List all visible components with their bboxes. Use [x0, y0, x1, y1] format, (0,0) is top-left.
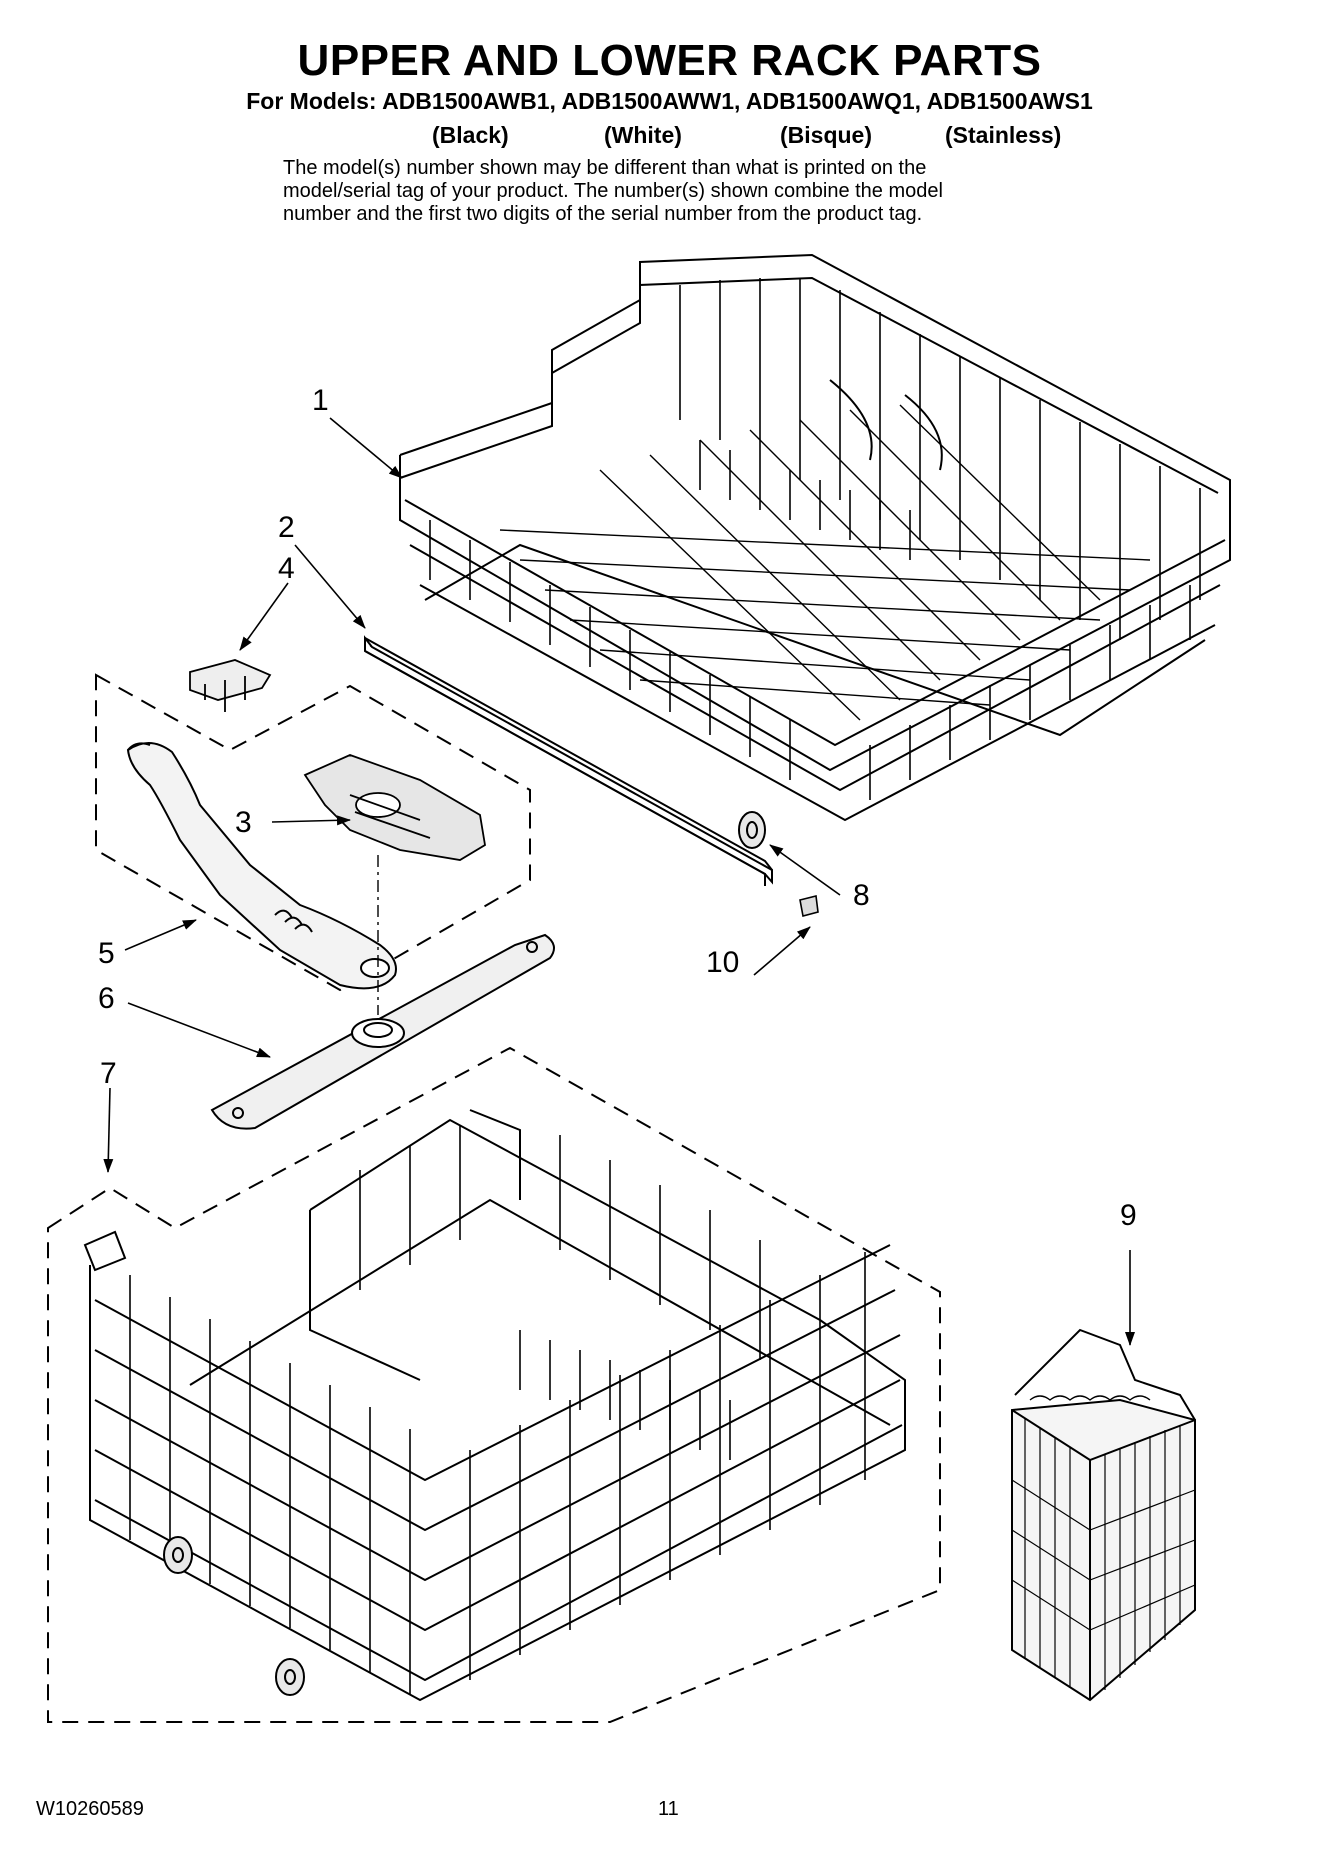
- callout-6: 6: [98, 982, 115, 1015]
- callout-2: 2: [278, 511, 295, 544]
- callout-5: 5: [98, 937, 115, 970]
- page-number: 11: [658, 1798, 679, 1820]
- callout-8: 8: [853, 879, 870, 912]
- callout-3: 3: [235, 806, 252, 839]
- rack-wheel: [738, 811, 766, 849]
- callout-arrows: [103, 417, 1135, 1346]
- callout-labels: 1 2 4 3 5 6 7 8 9 10: [98, 384, 1137, 1232]
- supply-tube: [126, 742, 397, 990]
- document-number: W10260589: [36, 1798, 144, 1820]
- note-line: The model(s) number shown may be differe…: [283, 157, 927, 179]
- color-variants: (Black) (White) (Bisque) (Stainless): [0, 122, 1339, 152]
- lower-rack: [83, 1109, 906, 1702]
- callout-4: 4: [278, 552, 295, 585]
- color-black: (Black): [432, 122, 509, 148]
- callout-10: 10: [706, 946, 739, 979]
- callout-7: 7: [100, 1057, 117, 1090]
- upper-rack: [399, 253, 1231, 822]
- note-line: number and the first two digits of the s…: [283, 203, 923, 225]
- color-stainless: (Stainless): [945, 122, 1062, 148]
- lower-rack-outline: [47, 1046, 941, 1723]
- page-title: UPPER AND LOWER RACK PARTS: [297, 36, 1042, 85]
- rack-clip: [189, 659, 272, 712]
- model-note: The model(s) number shown may be differe…: [283, 157, 1103, 226]
- callout-1: 1: [312, 384, 329, 417]
- note-line: model/serial tag of your product. The nu…: [283, 180, 943, 202]
- silverware-basket: [1011, 1328, 1196, 1702]
- color-bisque: (Bisque): [780, 122, 872, 148]
- assembly-group-outline: [95, 673, 531, 992]
- color-white: (White): [604, 122, 682, 148]
- rail-end-cap: [799, 895, 819, 917]
- models-line: For Models: ADB1500AWB1, ADB1500AWW1, AD…: [246, 88, 1093, 114]
- manifold: [303, 754, 486, 861]
- spray-arm: [210, 933, 555, 1130]
- callout-9: 9: [1120, 1199, 1137, 1232]
- rack-rail: [364, 635, 773, 886]
